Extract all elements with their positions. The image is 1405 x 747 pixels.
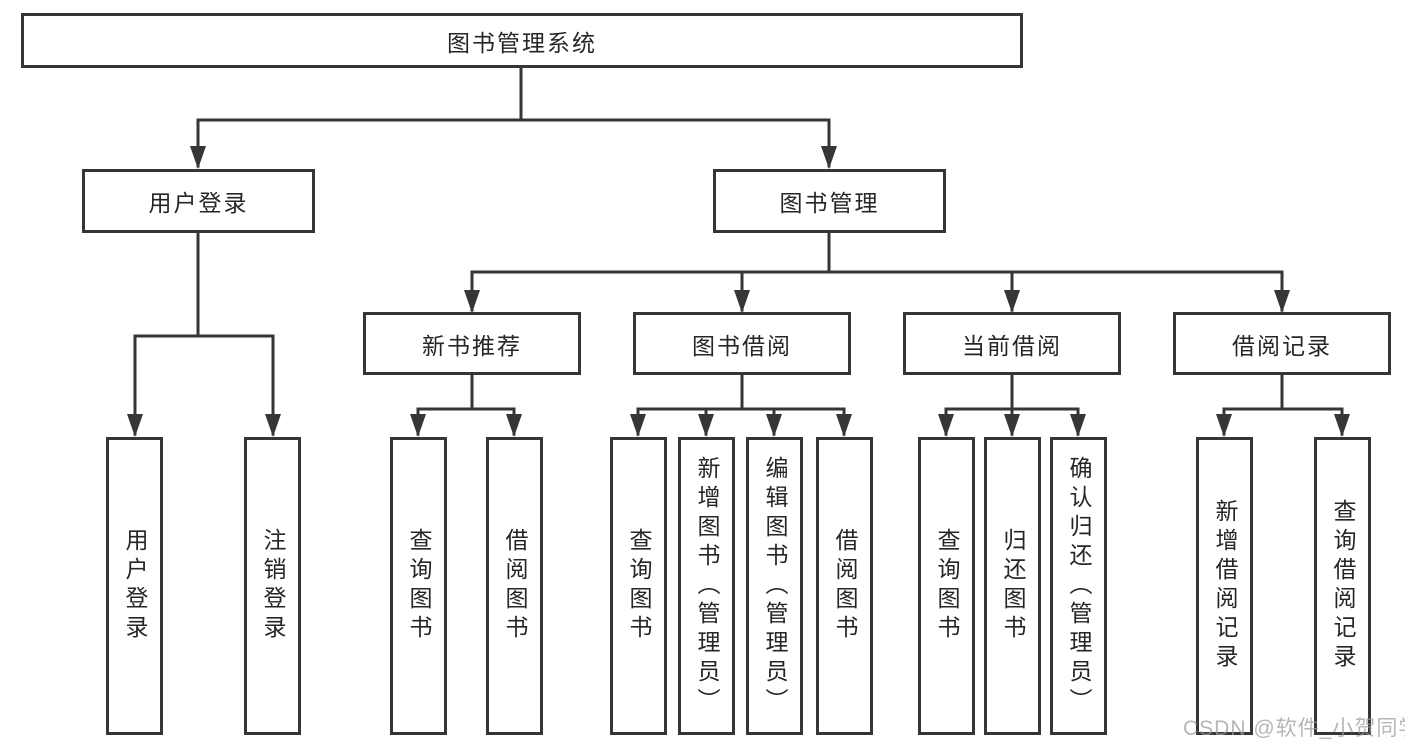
- arrow-down-icon: [190, 146, 206, 169]
- node-book-management: 图书管理: [713, 169, 946, 233]
- arrow-down-icon: [698, 414, 714, 437]
- node-current-borrowing: 当前借阅: [903, 312, 1121, 375]
- node-user-login: 用户登录: [82, 169, 315, 233]
- arrow-down-icon: [464, 290, 480, 313]
- arrow-down-icon: [1334, 414, 1350, 437]
- node-new-book-recommendation: 新书推荐: [363, 312, 581, 375]
- arrow-down-icon: [506, 414, 522, 437]
- node-borrowing-records: 借阅记录: [1173, 312, 1391, 375]
- connector-segments: [133, 66, 1344, 436]
- arrow-down-icon: [265, 414, 281, 437]
- node-leaf-edit-books-admin: 编辑图书（管理员）: [746, 437, 803, 735]
- arrow-down-icon: [734, 290, 750, 313]
- arrow-down-icon: [836, 414, 852, 437]
- node-leaf-user-login: 用户登录: [106, 437, 163, 735]
- node-leaf-logout: 注销登录: [244, 437, 301, 735]
- arrow-down-icon: [821, 146, 837, 169]
- node-leaf-return-books: 归还图书: [984, 437, 1041, 735]
- arrow-down-icon: [766, 414, 782, 437]
- node-leaf-query-books-1: 查询图书: [390, 437, 447, 735]
- arrow-down-icon: [127, 414, 143, 437]
- arrow-down-icon: [1216, 414, 1232, 437]
- node-root: 图书管理系统: [21, 13, 1023, 68]
- watermark: CSDN @软件_小贺同学: [1183, 717, 1405, 740]
- arrow-down-icon: [1004, 290, 1020, 313]
- node-leaf-query-books-2: 查询图书: [610, 437, 667, 735]
- node-leaf-query-borrow-record: 查询借阅记录: [1314, 437, 1371, 735]
- node-leaf-add-books-admin: 新增图书（管理员）: [678, 437, 735, 735]
- arrow-down-icon: [630, 414, 646, 437]
- node-leaf-borrow-books-1: 借阅图书: [486, 437, 543, 735]
- node-leaf-borrow-books-2: 借阅图书: [816, 437, 873, 735]
- node-leaf-add-borrow-record: 新增借阅记录: [1196, 437, 1253, 735]
- arrow-down-icon: [1070, 414, 1086, 437]
- node-leaf-confirm-return-admin: 确认归还（管理员）: [1050, 437, 1107, 735]
- node-book-borrowing: 图书借阅: [633, 312, 851, 375]
- arrow-down-icon: [410, 414, 426, 437]
- arrowheads: [127, 146, 1350, 437]
- arrow-down-icon: [1274, 290, 1290, 313]
- node-leaf-query-books-3: 查询图书: [918, 437, 975, 735]
- arrow-down-icon: [1004, 414, 1020, 437]
- arrow-down-icon: [938, 414, 954, 437]
